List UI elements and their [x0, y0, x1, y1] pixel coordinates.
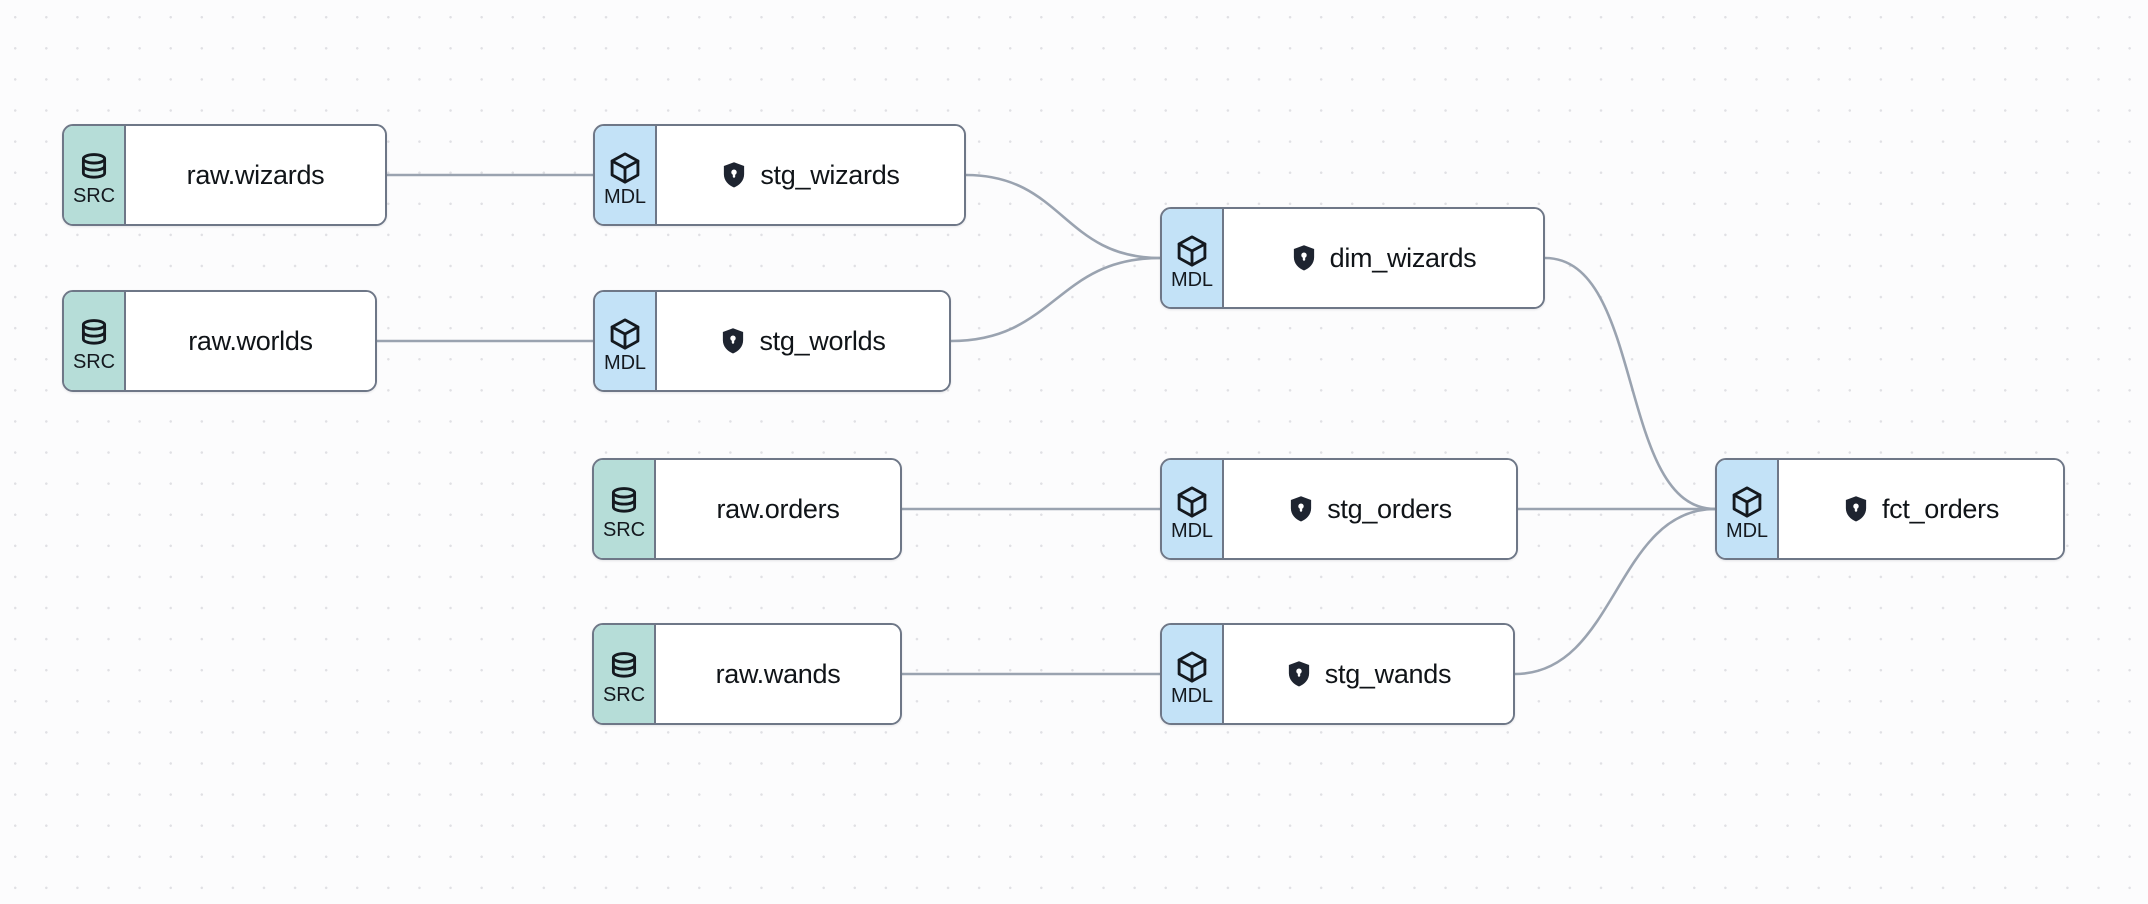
database-icon	[77, 151, 111, 185]
node-body: stg_orders	[1224, 460, 1516, 558]
node-label: raw.orders	[716, 493, 840, 524]
shield-lock-icon	[1843, 495, 1869, 523]
node-badge-mdl: MDL	[1162, 625, 1224, 723]
shield-lock-icon	[1288, 495, 1314, 523]
node-body: raw.orders	[656, 460, 900, 558]
node-badge-mdl: MDL	[1717, 460, 1779, 558]
lineage-edge-stg_wizards-to-dim_wizards[interactable]	[964, 173, 1162, 260]
database-icon	[77, 317, 111, 351]
node-body: stg_worlds	[657, 292, 949, 390]
lineage-node-stg_wizards[interactable]: MDL stg_wizards	[593, 124, 966, 226]
lineage-node-raw_orders[interactable]: SRC raw.orders	[592, 458, 902, 560]
shield-lock-icon	[1291, 244, 1317, 272]
node-badge-mdl: MDL	[1162, 209, 1224, 307]
cube-icon	[1174, 484, 1210, 520]
node-badge-mdl: MDL	[595, 292, 657, 390]
lineage-edge-dim_wizards-to-fct_orders[interactable]	[1543, 256, 1717, 511]
node-badge-src: SRC	[594, 625, 656, 723]
node-body: fct_orders	[1779, 460, 2063, 558]
node-badge-src: SRC	[64, 126, 126, 224]
lineage-node-stg_orders[interactable]: MDL stg_orders	[1160, 458, 1518, 560]
lineage-node-raw_wizards[interactable]: SRC raw.wizards	[62, 124, 387, 226]
node-label: raw.wizards	[186, 159, 325, 190]
node-badge-label: SRC	[73, 350, 115, 373]
node-label: raw.wands	[715, 658, 841, 689]
node-badge-label: MDL	[1171, 684, 1213, 707]
node-badge-label: MDL	[1171, 268, 1213, 291]
node-body: dim_wizards	[1224, 209, 1543, 307]
node-badge-label: SRC	[73, 184, 115, 207]
shield-lock-icon	[1286, 660, 1312, 688]
node-body: raw.wizards	[126, 126, 385, 224]
node-badge-src: SRC	[64, 292, 126, 390]
cube-icon	[1174, 649, 1210, 685]
shield-lock-icon	[721, 161, 747, 189]
cube-icon	[1174, 233, 1210, 269]
node-badge-label: MDL	[604, 185, 646, 208]
cube-icon	[1729, 484, 1765, 520]
node-body: raw.worlds	[126, 292, 375, 390]
cube-icon	[607, 150, 643, 186]
node-body: stg_wands	[1224, 625, 1513, 723]
lineage-node-dim_wizards[interactable]: MDL dim_wizards	[1160, 207, 1545, 309]
node-badge-label: SRC	[603, 683, 645, 706]
node-label: dim_wizards	[1329, 242, 1477, 273]
lineage-node-stg_worlds[interactable]: MDL stg_worlds	[593, 290, 951, 392]
node-label: fct_orders	[1881, 493, 2000, 524]
node-badge-label: MDL	[1171, 519, 1213, 542]
node-badge-label: MDL	[1726, 519, 1768, 542]
node-label: stg_worlds	[759, 325, 886, 356]
node-badge-mdl: MDL	[595, 126, 657, 224]
lineage-node-fct_orders[interactable]: MDL fct_orders	[1715, 458, 2065, 560]
node-body: stg_wizards	[657, 126, 964, 224]
shield-lock-icon	[720, 327, 746, 355]
lineage-node-raw_wands[interactable]: SRC raw.wands	[592, 623, 902, 725]
database-icon	[607, 650, 641, 684]
node-badge-mdl: MDL	[1162, 460, 1224, 558]
node-badge-src: SRC	[594, 460, 656, 558]
node-label: raw.worlds	[188, 325, 313, 356]
database-icon	[607, 485, 641, 519]
lineage-node-raw_worlds[interactable]: SRC raw.worlds	[62, 290, 377, 392]
node-label: stg_orders	[1327, 493, 1452, 524]
node-label: stg_wands	[1324, 658, 1452, 689]
lineage-node-stg_wands[interactable]: MDL stg_wands	[1160, 623, 1515, 725]
lineage-edge-stg_wands-to-fct_orders[interactable]	[1513, 507, 1717, 676]
cube-icon	[607, 316, 643, 352]
node-label: stg_wizards	[760, 159, 900, 190]
node-body: raw.wands	[656, 625, 900, 723]
node-badge-label: MDL	[604, 351, 646, 374]
lineage-edge-stg_worlds-to-dim_wizards[interactable]	[949, 256, 1162, 343]
node-badge-label: SRC	[603, 518, 645, 541]
